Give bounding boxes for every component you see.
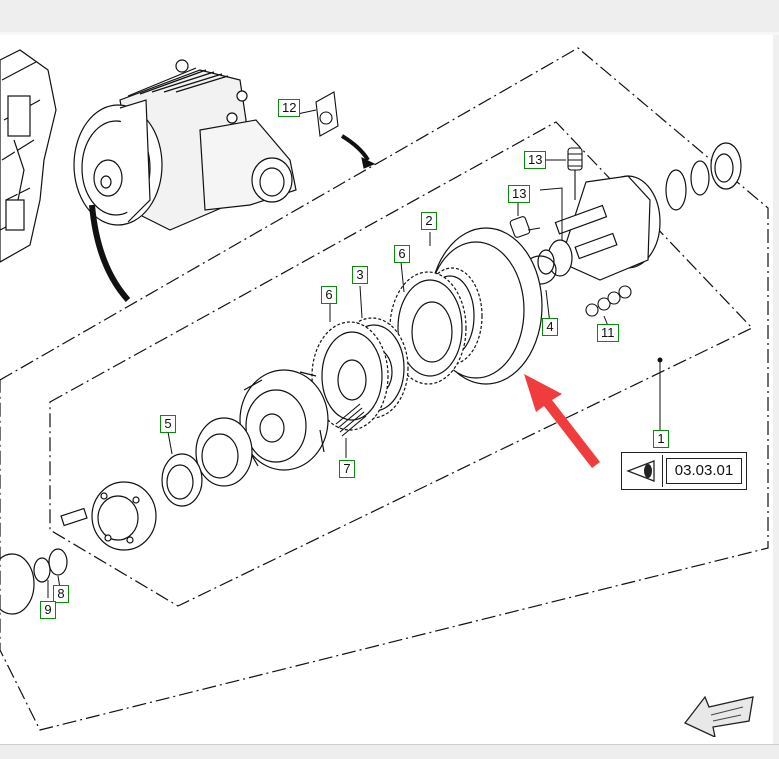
callout-5[interactable]: 5 [160,415,176,433]
view-reference-box[interactable]: 03.03.01 [621,452,747,490]
sun-gear-left [311,321,389,431]
machine-frame-fragment [0,49,57,263]
callout-9[interactable]: 9 [40,601,56,619]
navigation-arrow-icon[interactable] [683,693,757,739]
red-arrow-icon [524,374,600,468]
bolt-parts [509,147,583,238]
sun-gear-right [389,271,467,385]
hub-carrier [239,369,329,471]
callout-11[interactable]: 11 [597,324,619,342]
spring-part [335,403,367,437]
callout-6-left[interactable]: 6 [321,286,337,304]
callout-13-top[interactable]: 13 [524,151,547,169]
callout-13-bottom[interactable]: 13 [508,185,531,203]
horizontal-scrollbar[interactable] [0,744,779,759]
callout-2[interactable]: 2 [421,212,437,230]
inner-subassembly-boundary [49,121,754,607]
callout-6-right[interactable]: 6 [394,245,410,263]
bearing-parts [161,417,253,507]
sensor-part [315,91,376,169]
planet-carrier [537,142,742,281]
outer-assembly-boundary [0,47,769,731]
callout-3[interactable]: 3 [352,266,368,284]
nut-parts [585,285,632,317]
callout-12[interactable]: 12 [278,99,301,117]
vertical-scrollbar[interactable] [773,35,779,745]
callout-1[interactable]: 1 [653,430,669,448]
eye-icon [624,455,663,487]
callout-4[interactable]: 4 [542,318,558,336]
callout-8[interactable]: 8 [53,585,69,603]
leader-lines [47,109,663,598]
callout-7[interactable]: 7 [339,460,355,478]
gearbox-assembly [73,59,297,303]
end-cap [60,481,157,551]
toolbar-divider [0,32,779,35]
snap-rings [0,548,68,615]
view-reference-code[interactable]: 03.03.01 [666,458,742,484]
